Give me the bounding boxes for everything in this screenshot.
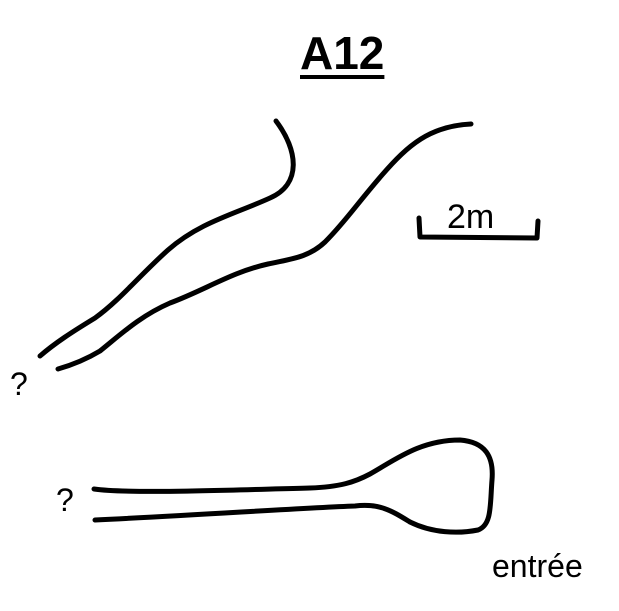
- scale-label: 2m: [447, 198, 495, 236]
- survey-title: A12: [300, 27, 385, 79]
- scale-bar: [416, 215, 541, 241]
- unknown-continuation-mark-top: ?: [10, 366, 28, 402]
- lower-passage-upper-wall: [91, 437, 495, 535]
- lower-passage-lower-wall: [92, 502, 413, 525]
- entrance-label: entrée: [492, 548, 583, 584]
- upper-passage-right-wall: [55, 121, 474, 372]
- upper-passage-left-wall: [37, 118, 296, 359]
- unknown-continuation-mark-bottom: ?: [56, 482, 74, 518]
